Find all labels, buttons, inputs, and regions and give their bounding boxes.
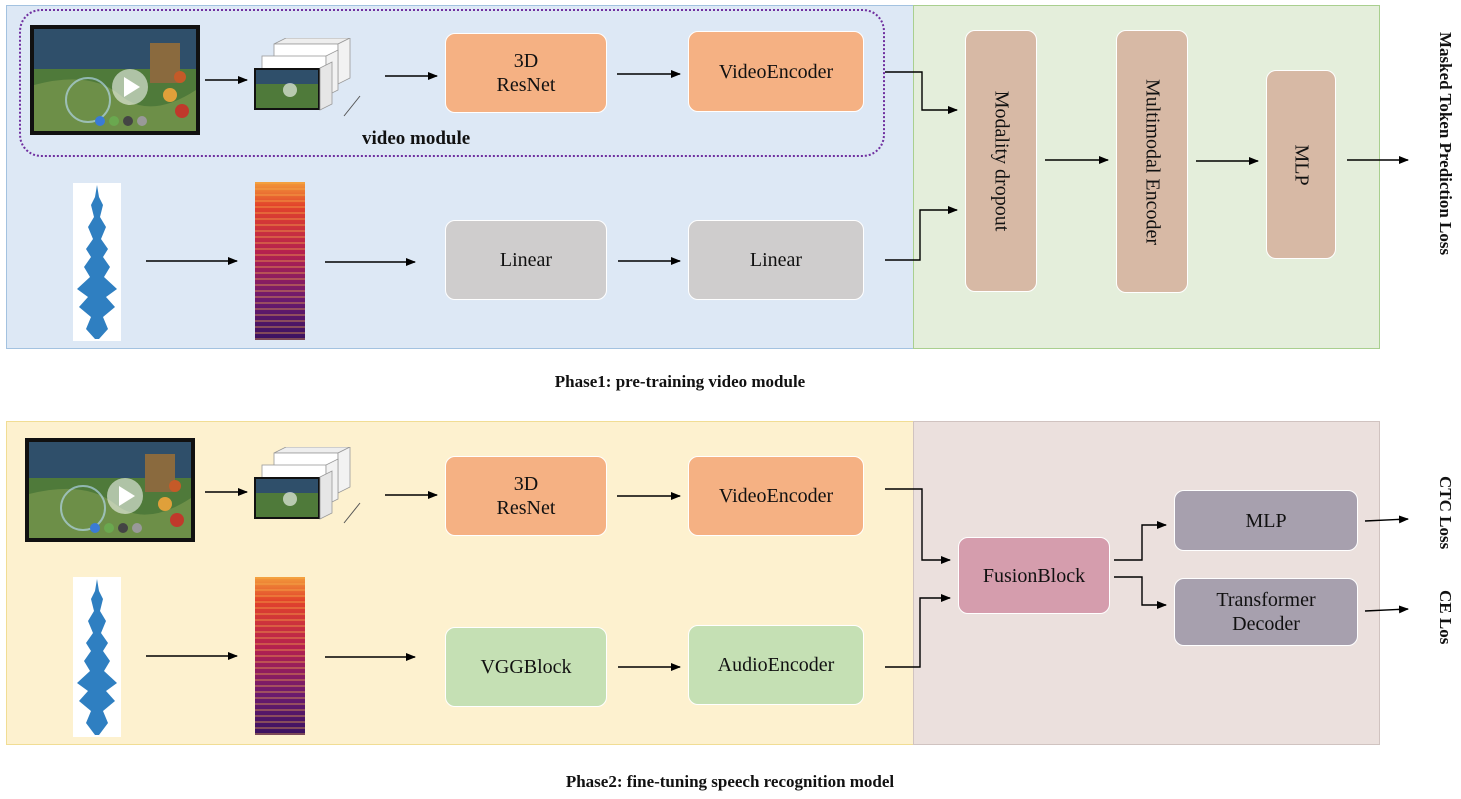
phase1-mlp-box: MLP [1266, 70, 1336, 259]
video-module-label: video module [362, 128, 471, 149]
phase2-mlp-box: MLP [1174, 490, 1358, 551]
phase2-resnet-box: 3D ResNet [445, 456, 607, 536]
fusion-block-box: FusionBlock [958, 537, 1110, 614]
phase2-caption: Phase2: fine-tuning speech recognition m… [565, 772, 895, 791]
audio-waveform-icon [73, 183, 121, 341]
spectrogram-icon [255, 577, 305, 735]
audio-encoder-box: AudioEncoder [688, 625, 864, 705]
phase1-linear2-box: Linear [688, 220, 864, 300]
modality-dropout-box: Modality dropout [965, 30, 1037, 292]
phase1-linear1-box: Linear [445, 220, 607, 300]
video-module-outline [19, 9, 885, 157]
frame-stack-icon [252, 37, 362, 118]
spectrogram-icon [255, 182, 305, 340]
phase1-video-encoder-box: VideoEncoder [688, 31, 864, 112]
vggblock-box: VGGBlock [445, 627, 607, 707]
phase1-caption: Phase1: pre-training video module [554, 372, 806, 391]
phase2-video-encoder-box: VideoEncoder [688, 456, 864, 536]
frame-stack-icon [252, 446, 362, 527]
multimodal-encoder-box: Multimodal Encoder [1116, 30, 1188, 293]
transformer-decoder-box: Transformer Decoder [1174, 578, 1358, 646]
phase1-resnet-box: 3D ResNet [445, 33, 607, 113]
game-video-frame-icon [30, 25, 200, 135]
game-video-frame-icon [25, 438, 195, 542]
audio-waveform-icon [73, 577, 121, 737]
